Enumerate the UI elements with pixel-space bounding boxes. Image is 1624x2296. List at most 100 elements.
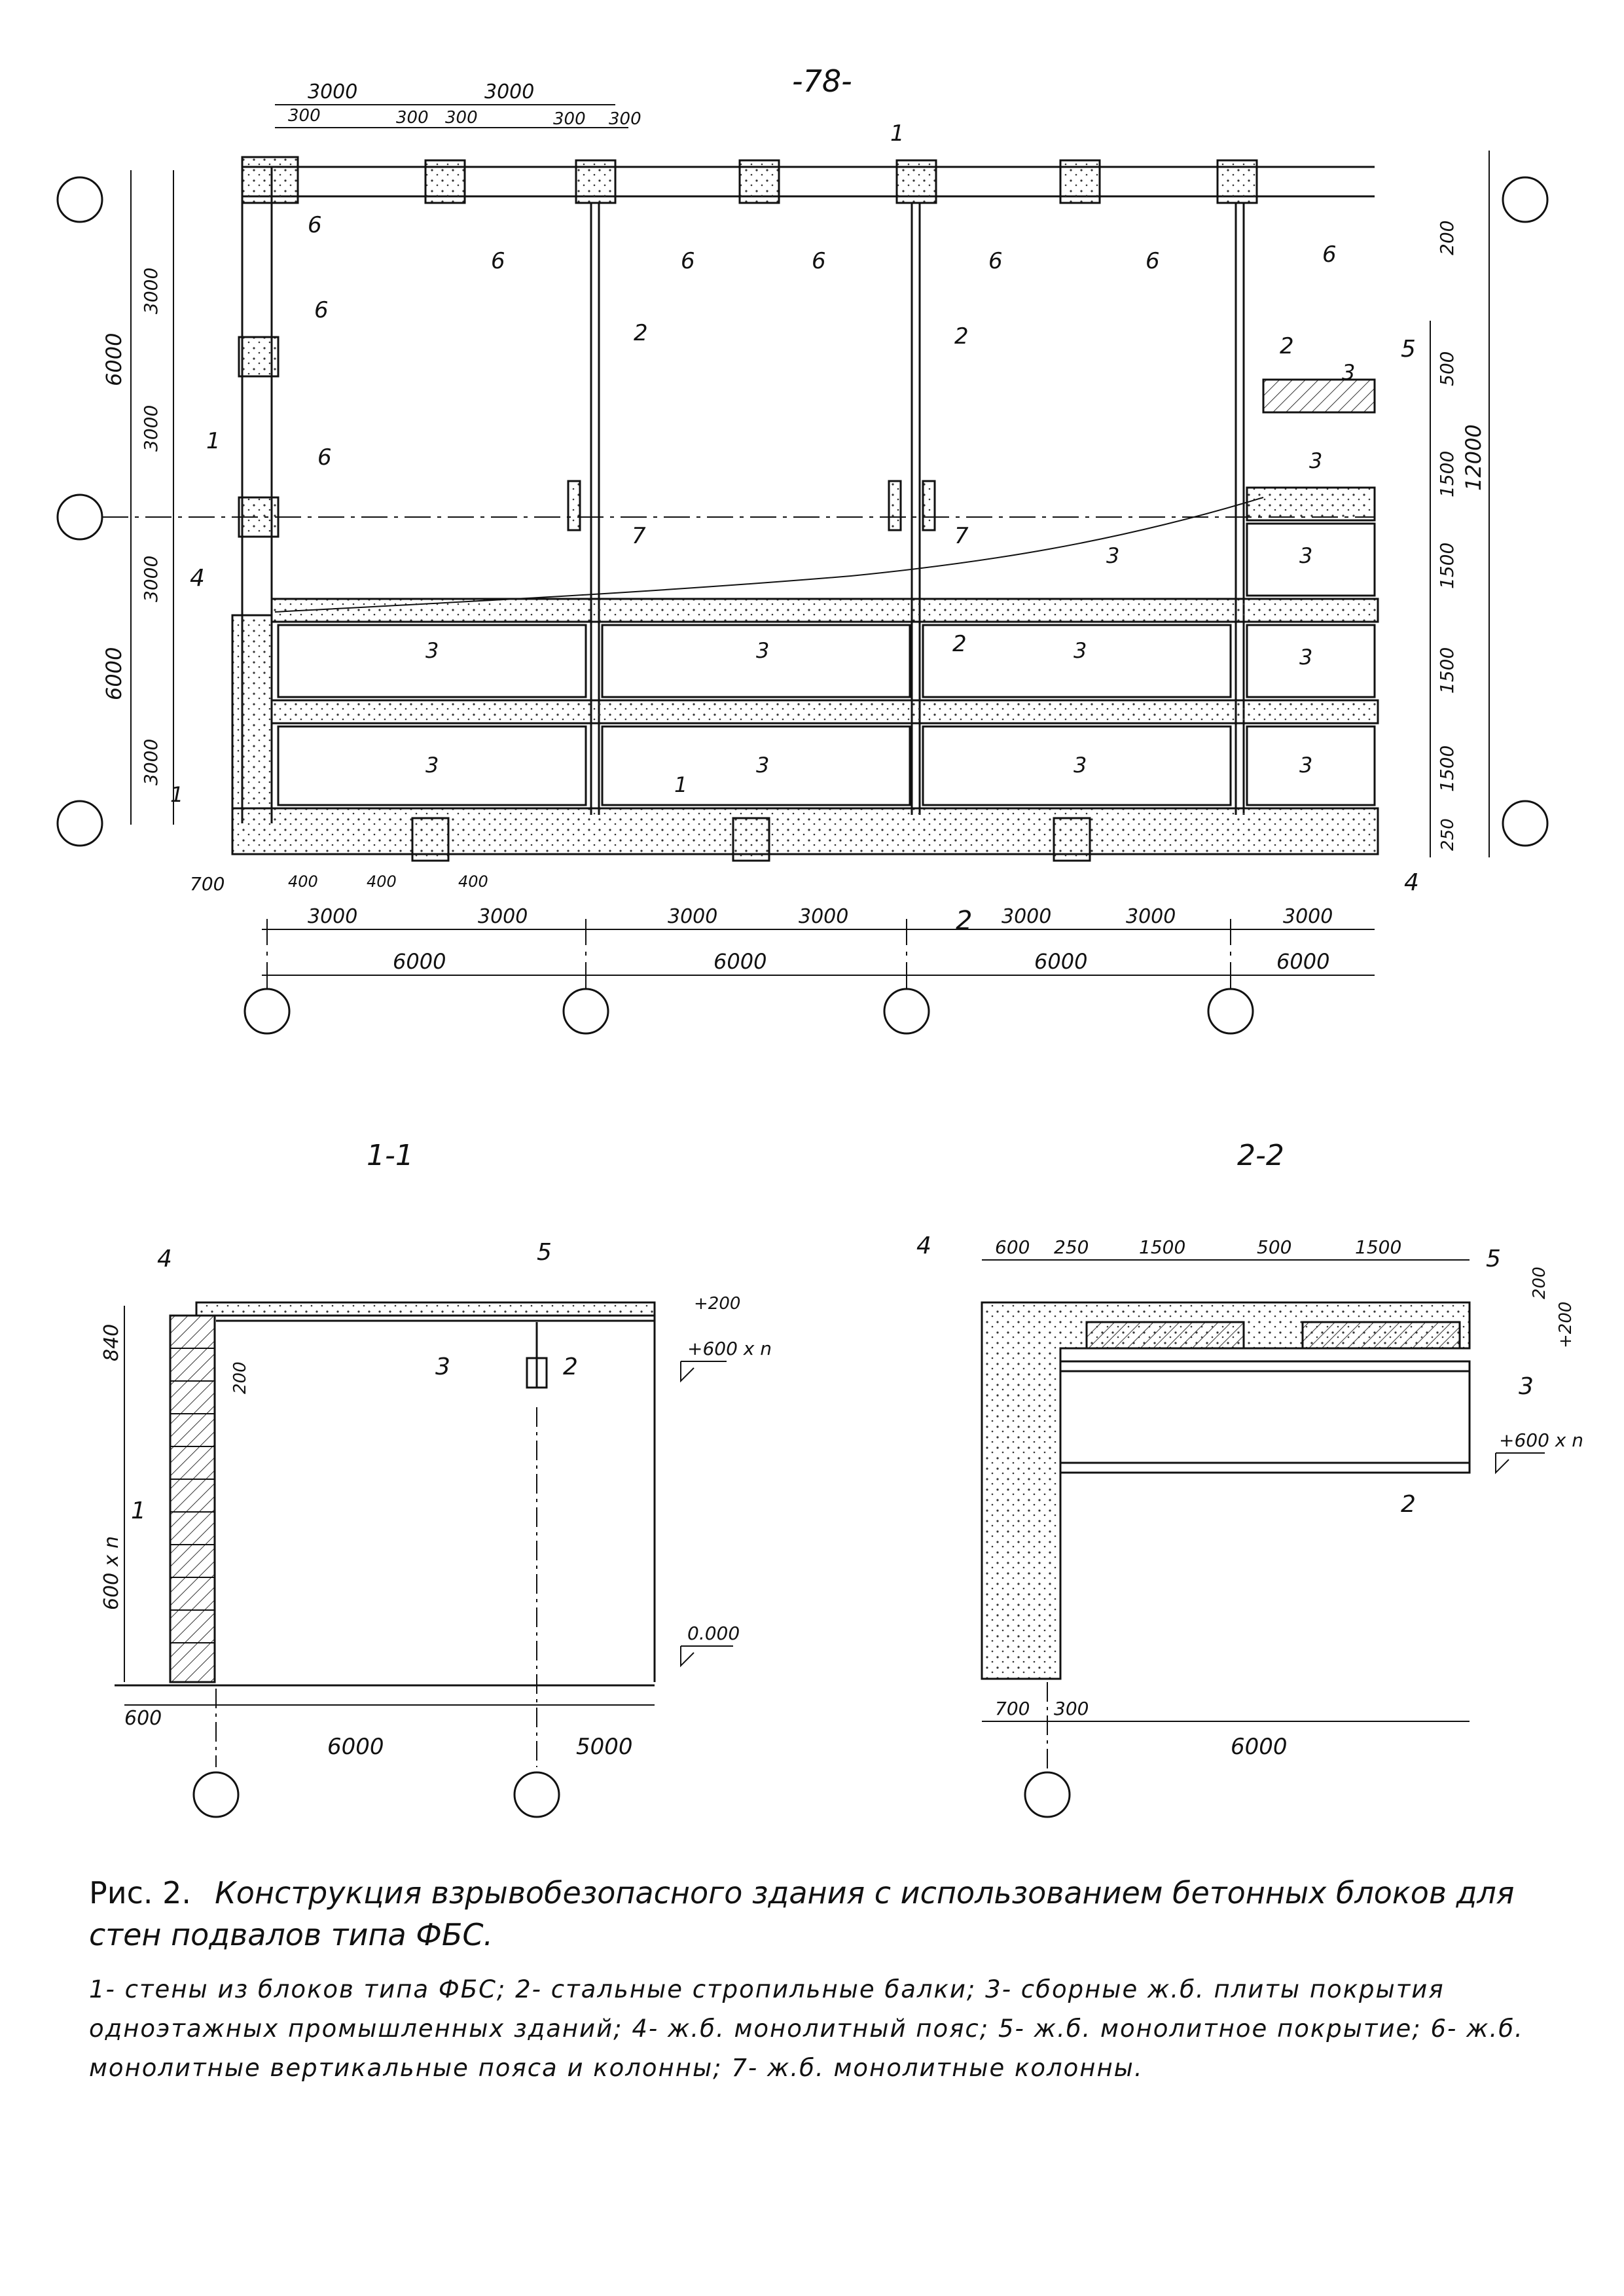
slab-edge [274,497,1264,613]
label-beam: 2 [634,320,648,346]
label-column: 6 [491,248,505,274]
figure-caption-title: Рис. 2.Конструкция взрывобезопасного зда… [89,1872,1595,1956]
dim-bottom: 3000 [799,905,848,928]
dim: 6000 [1231,1734,1288,1760]
label-slab: 3 [1074,753,1087,778]
left-belt [231,614,273,810]
label-column: 6 [988,248,1003,274]
section-mark-1: 1 [674,772,687,797]
monolithic-column-7 [922,480,936,531]
label-slab: 3 [1342,360,1355,385]
monolithic-strip [270,598,1379,623]
precast-slab [1262,378,1376,414]
dim-bottom: 6000 [713,949,767,974]
callout: 1 [131,1498,146,1524]
label-slab: 3 [756,753,769,778]
label-beam: 2 [954,323,969,350]
dim: 600 x n [100,1536,123,1610]
callout: 2 [563,1354,578,1380]
monolithic-column-7 [888,480,902,531]
label-belt: 4 [190,565,205,592]
dim-left: 3000 [140,556,162,602]
dim-bottom: 3000 [478,905,528,928]
axis-bubbles [56,176,1549,1035]
dim: 500 [1257,1236,1291,1258]
page-number: -78- [792,63,852,99]
axis-lines [102,516,1375,988]
callout: 3 [1519,1373,1534,1400]
plan-dimensions: 3000 3000 300 300 300 300 300 6000 3000 … [101,81,1486,974]
dim-bottom: 3000 [1001,905,1051,928]
level-arrow [1495,1452,1545,1475]
precast-slab [1246,624,1376,698]
dim: 250 [1054,1236,1089,1258]
plan-view [56,104,1549,1035]
label-slab: 3 [1309,448,1322,473]
monolithic-column [238,336,280,378]
dim-bottom: 6000 [1276,949,1329,974]
section-1-1 [115,1301,733,1818]
figure-title: Конструкция взрывобезопасного здания с и… [89,1875,1515,1952]
roof-monolithic [195,1301,656,1317]
dim-top: 3000 [484,81,534,103]
dim: +200 [694,1294,740,1314]
pilaster [1053,817,1091,862]
monolithic-column [738,159,780,204]
label-wall: 1 [890,120,905,147]
axis-bubble [192,1771,240,1818]
dim-bottom: 3000 [1283,905,1333,928]
pilaster [411,817,450,862]
section-2-2-labels: 600 250 1500 500 1500 200 +200 700 300 6… [916,1232,1583,1760]
axis-bubble [56,493,103,541]
slab-rib [1085,1321,1245,1350]
dim-bottom: 3000 [1126,905,1176,928]
label-column: 6 [1146,248,1160,274]
dim: +200 [1556,1302,1576,1348]
dim: 700 [995,1698,1030,1719]
dim-right: 1500 [1436,745,1458,792]
dim-top: 300 [553,109,586,129]
label-belt: 4 [1404,869,1419,896]
dim-bottom: 400 [458,872,488,891]
label-column: 6 [308,212,322,238]
dim-top: 300 [288,106,321,126]
dim-left: 6000 [101,333,126,386]
dim-bottom: 700 [190,873,225,895]
precast-slab [922,725,1232,806]
dim-right: 1500 [1436,451,1458,497]
dim-right: 250 [1438,818,1458,851]
figure-legend: 1- стены из блоков типа ФБС; 2- стальные… [89,1975,1524,2082]
label-slab: 3 [425,753,439,778]
axis-bubble [244,988,291,1035]
label-column7: 7 [954,523,969,549]
axis-bubble [883,988,930,1035]
dim-bottom: 400 [288,872,318,891]
label-beam: 2 [1280,333,1294,359]
dim: 600 [995,1236,1030,1258]
label-slab: 3 [1299,645,1312,670]
dim-top: 300 [609,109,641,129]
precast-slab [922,624,1232,698]
monolithic-belt [231,807,1379,855]
axis-bubble [56,176,103,223]
section-2-2-title: 2-2 [1237,1139,1284,1172]
monolithic-column [238,496,280,538]
section-mark-1: 1 [170,782,183,807]
label-slab: 3 [1299,543,1312,568]
axis-bubble [1502,800,1549,847]
dim-bottom: 6000 [393,949,446,974]
dim-right: 12000 [1461,424,1486,491]
pilaster [732,817,770,862]
dim-right: 1500 [1436,543,1458,589]
dim: 6000 [327,1734,384,1760]
section-mark-2: 2 [956,906,972,936]
dim: 200 [1530,1266,1549,1299]
dim: 600 [124,1707,162,1730]
precast-slab [1246,725,1376,806]
precast-slab [277,725,587,806]
label-column: 6 [681,248,695,274]
axis-bubble [513,1771,560,1818]
callout: 5 [1486,1246,1501,1272]
precast-slab [1246,486,1376,522]
